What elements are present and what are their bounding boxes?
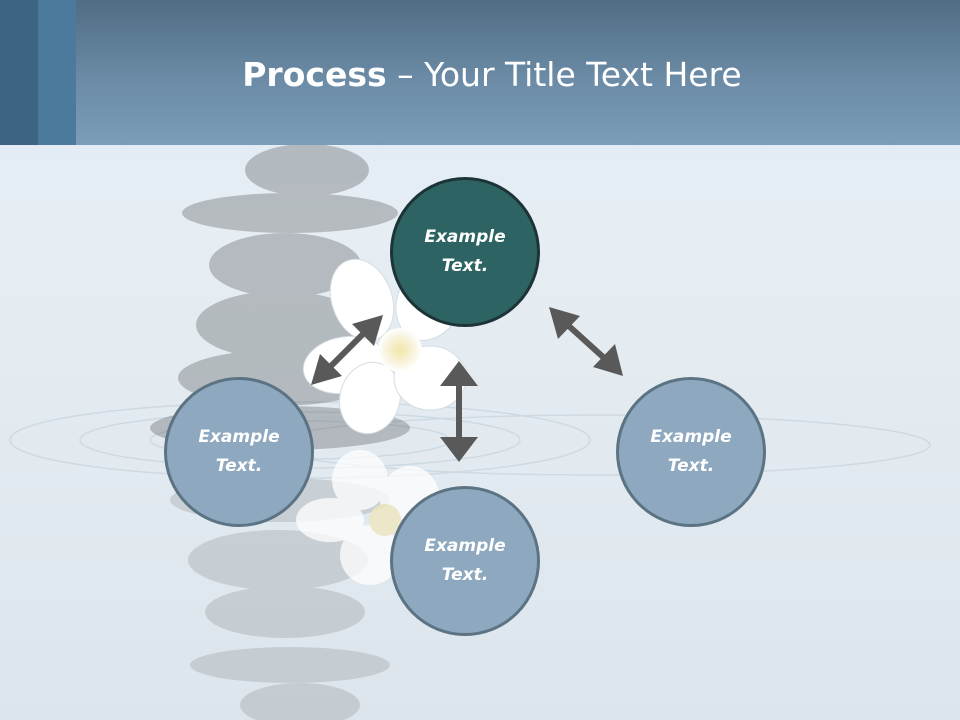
process-node-right[interactable]: Example Text. (616, 377, 766, 527)
title-rest-text: – Your Title Text Here (386, 55, 742, 94)
double-arrow-top-right[interactable] (549, 307, 623, 376)
double-arrow-top-left[interactable] (311, 315, 383, 385)
slide-title[interactable]: Process – Your Title Text Here (0, 52, 960, 98)
title-bar (0, 0, 960, 145)
node-label: Example Text. (650, 427, 732, 476)
process-node-bottom[interactable]: Example Text. (390, 486, 540, 636)
process-node-top[interactable]: Example Text. (390, 177, 540, 327)
title-bold-text: Process (242, 55, 387, 94)
node-label: Example Text. (198, 427, 280, 476)
node-label: Example Text. (424, 536, 506, 585)
header-accent-stripe (38, 0, 76, 145)
node-label: Example Text. (424, 227, 506, 276)
double-arrow-top-bottom[interactable] (440, 361, 478, 462)
process-node-left[interactable]: Example Text. (164, 377, 314, 527)
header-accent-stripe (0, 0, 38, 145)
